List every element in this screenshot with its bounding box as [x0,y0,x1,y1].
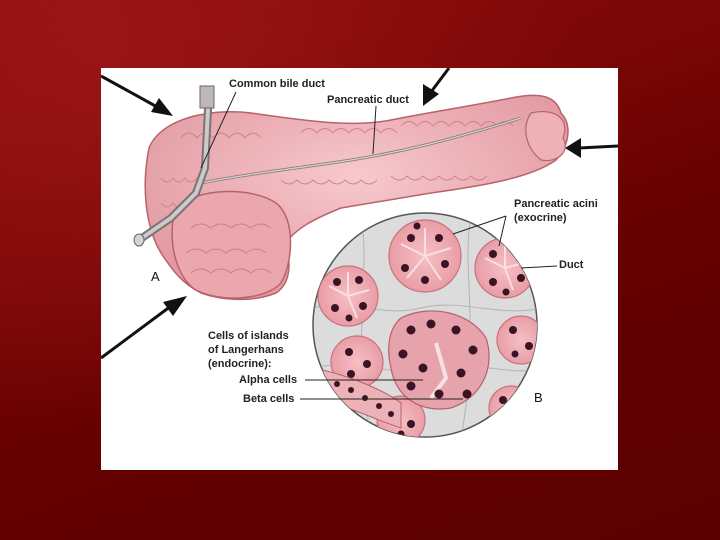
label-panel-a: A [151,270,160,283]
label-islands-line3: (endocrine): [208,358,272,371]
pancreas-figure: Common bile duct Pancreatic duct Pancrea… [101,68,618,470]
label-pancreatic-acini: Pancreatic acini [514,198,598,211]
label-panel-b: B [534,391,543,404]
label-beta-cells: Beta cells [243,393,294,406]
label-common-bile-duct: Common bile duct [229,78,325,91]
micrograph-circle [313,213,545,444]
label-islands-line2: of Langerhans [208,344,284,357]
label-alpha-cells: Alpha cells [239,374,297,387]
label-pancreatic-duct: Pancreatic duct [327,94,409,107]
pancreas-illustration [101,68,618,470]
label-exocrine: (exocrine) [514,212,567,225]
label-duct: Duct [559,259,583,272]
label-islands-line1: Cells of islands [208,330,289,343]
